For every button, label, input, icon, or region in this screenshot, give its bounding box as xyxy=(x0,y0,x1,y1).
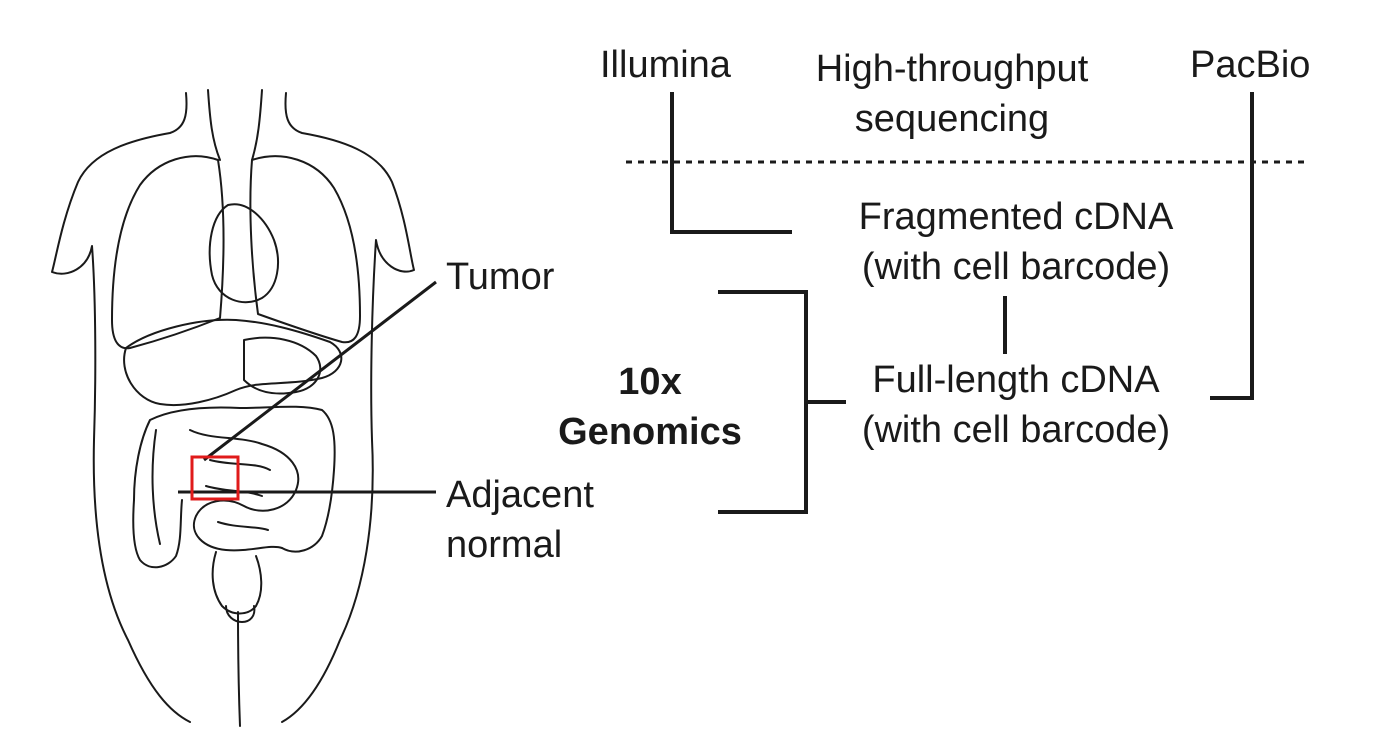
adjacent-normal-line1: Adjacent xyxy=(446,474,594,516)
tumor-text: Tumor xyxy=(446,256,555,298)
tenx-genomics-line1: 10x xyxy=(618,361,682,403)
fragmented-cdna-line1: Fragmented cDNA xyxy=(858,196,1174,238)
human-torso-illustration xyxy=(51,89,415,727)
leg-split xyxy=(237,611,241,727)
pacbio-text: PacBio xyxy=(1190,44,1311,86)
bladder xyxy=(225,605,256,623)
adjacent-normal-label: Adjacent normal xyxy=(446,470,594,570)
body-outline xyxy=(51,92,415,723)
stomach xyxy=(243,336,322,395)
tumor-highlight-box xyxy=(190,455,240,501)
lung-left xyxy=(111,155,225,350)
lung-right xyxy=(249,155,361,344)
illumina-connector xyxy=(670,92,792,234)
fragmented-cdna-label: Fragmented cDNA (with cell barcode) xyxy=(830,192,1202,292)
high-throughput-sequencing-label: High-throughput sequencing xyxy=(802,44,1102,144)
pacbio-label: PacBio xyxy=(1190,40,1310,90)
colon-tube xyxy=(151,429,161,545)
full-length-cdna-line1: Full-length cDNA xyxy=(872,359,1160,401)
tumor-pointer-line xyxy=(203,280,437,462)
full-length-cdna-label: Full-length cDNA (with cell barcode) xyxy=(830,355,1202,455)
illumina-text: Illumina xyxy=(600,44,731,86)
full-length-cdna-line2: (with cell barcode) xyxy=(861,409,1171,452)
small-intestine xyxy=(189,429,300,552)
fragmented-cdna-line2: (with cell barcode) xyxy=(861,246,1171,289)
tenx-genomics-label: 10x Genomics xyxy=(540,357,760,457)
liver xyxy=(123,318,343,406)
neck-tube xyxy=(207,89,263,161)
illumina-label: Illumina xyxy=(600,40,731,90)
heart xyxy=(208,203,279,304)
high-throughput-line2: sequencing xyxy=(854,98,1050,141)
tumor-label: Tumor xyxy=(446,252,554,302)
adjacent-normal-line2: normal xyxy=(446,524,563,567)
high-throughput-line1: High-throughput xyxy=(815,48,1089,90)
tenx-genomics-line2: Genomics xyxy=(558,411,742,454)
rectum xyxy=(211,551,263,615)
large-intestine xyxy=(132,405,336,569)
pacbio-connector xyxy=(1210,92,1254,400)
